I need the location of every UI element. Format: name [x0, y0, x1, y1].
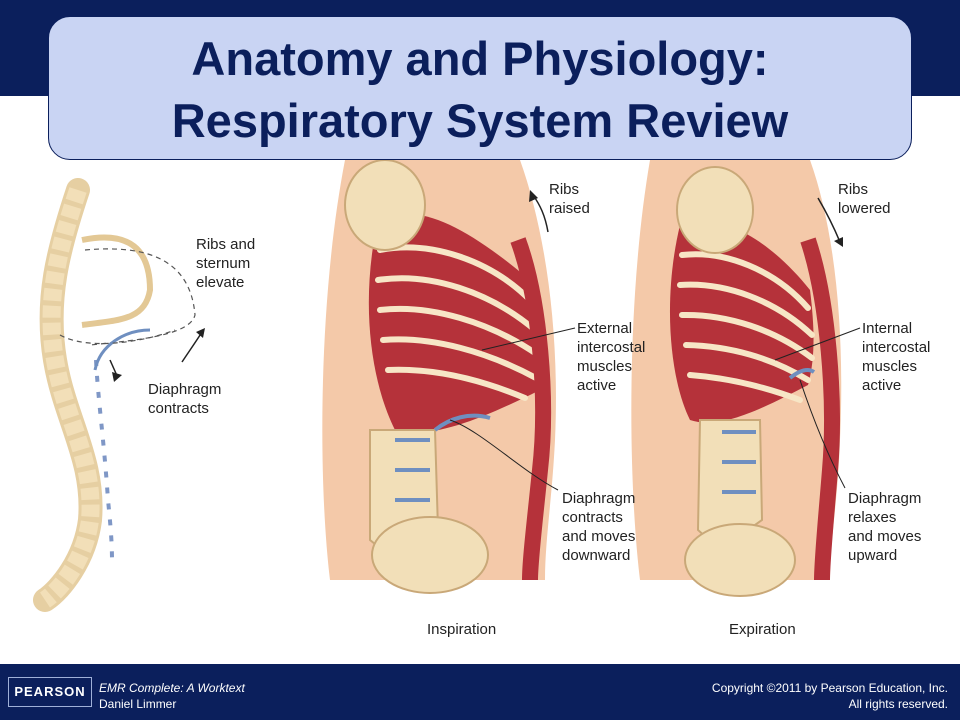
spine-schematic [33, 178, 205, 612]
respiration-illustration [33, 160, 861, 612]
caption-expiration: Expiration [729, 621, 796, 638]
footer-bar: PEARSON EMR Complete: A Worktext Daniel … [0, 664, 960, 720]
label-ribs-sternum-elevate: Ribs and sternum elevate [196, 236, 256, 291]
pearson-logo: PEARSON [8, 677, 92, 707]
rights-text: All rights reserved. [848, 697, 948, 711]
label-external-intercostal: External intercostal muscles active [577, 320, 646, 394]
expiration-torso [631, 160, 861, 597]
label-diaphragm-contracts-left: Diaphragm contracts [148, 381, 222, 417]
inspiration-torso [322, 160, 576, 594]
caption-inspiration: Inspiration [427, 621, 497, 638]
label-internal-intercostal: Internal intercostal muscles active [862, 320, 931, 394]
author-name: Daniel Limmer [99, 697, 177, 711]
slide-title-line-2: Respiratory System Review [171, 94, 789, 147]
title-panel: Anatomy and Physiology: Respiratory Syst… [48, 16, 912, 160]
slide-title-line-1: Anatomy and Physiology: [191, 32, 769, 85]
book-title: EMR Complete: A Worktext [99, 681, 245, 695]
label-diaphragm-moves-up: Diaphragm relaxes and moves upward [848, 490, 922, 564]
label-ribs-lowered: Ribs lowered [838, 181, 891, 217]
label-diaphragm-moves-down: Diaphragm contracts and moves downward [562, 490, 636, 564]
label-ribs-raised: Ribs raised [549, 181, 590, 217]
copyright-text: Copyright ©2011 by Pearson Education, In… [711, 681, 948, 695]
